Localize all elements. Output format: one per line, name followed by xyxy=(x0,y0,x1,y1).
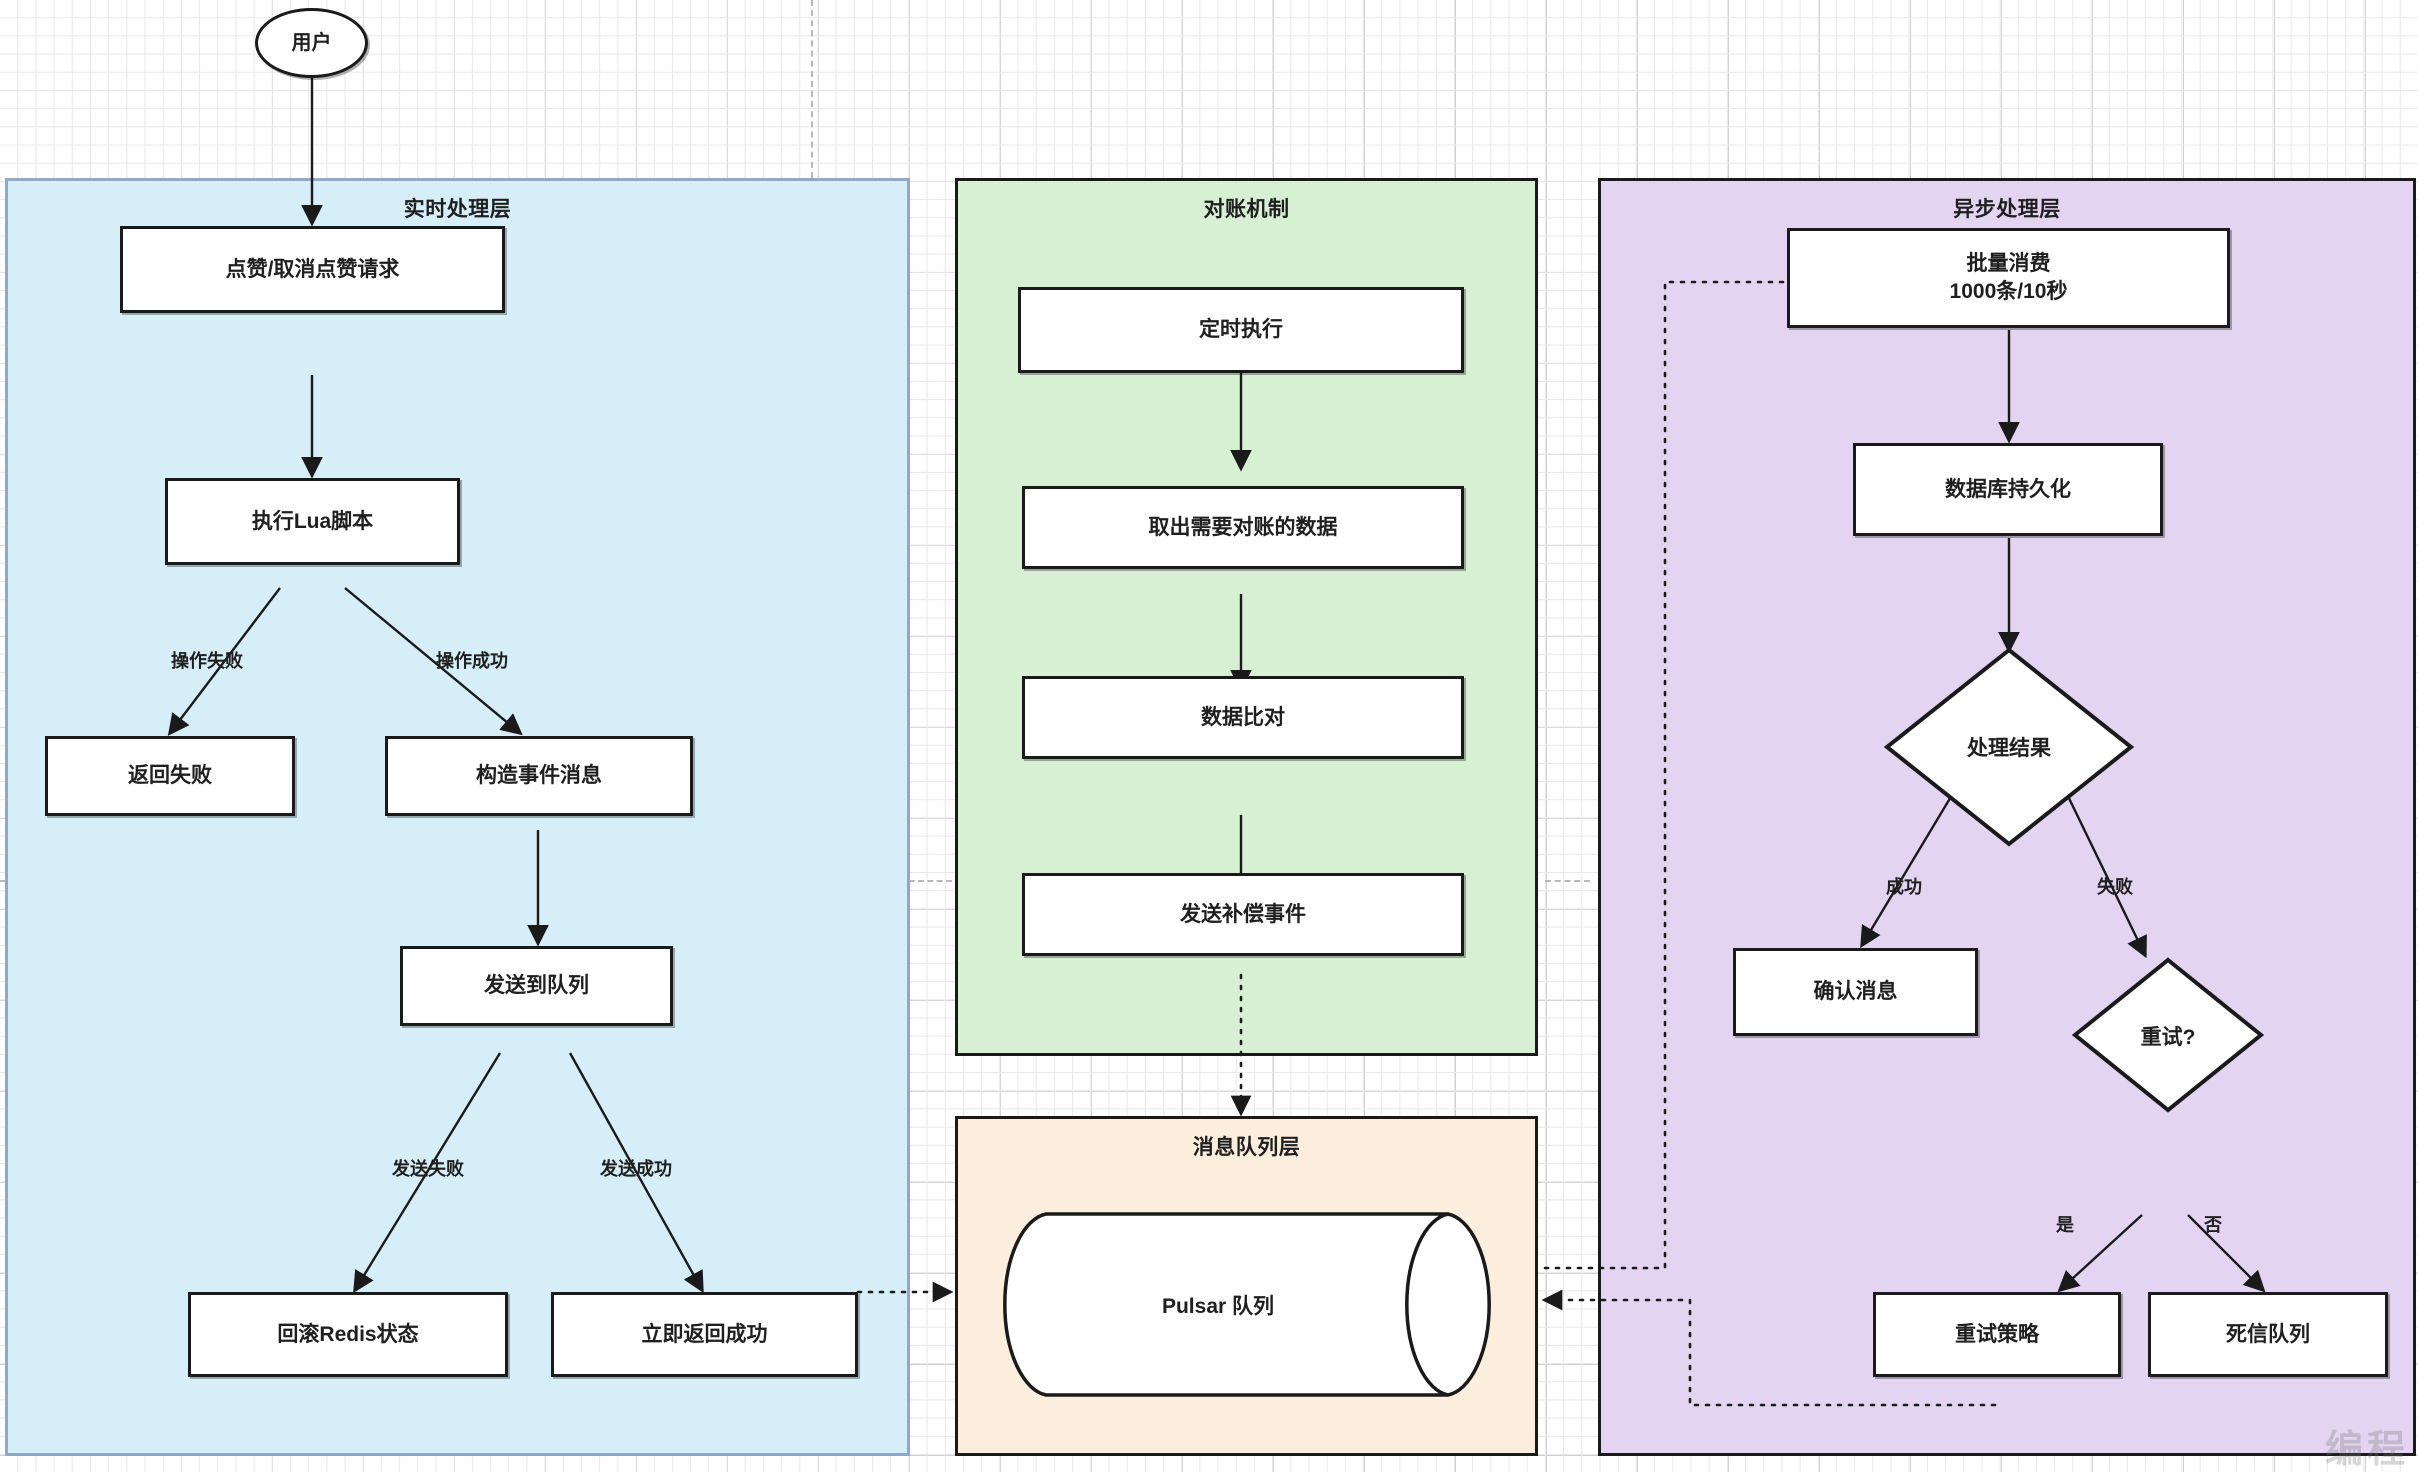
node-like-request[interactable]: 点赞/取消点赞请求 xyxy=(120,226,505,313)
pool-realtime-title: 实时处理层 xyxy=(403,198,512,221)
edge-label-result-success: 成功 xyxy=(1886,877,1922,897)
node-batch-consume[interactable]: 批量消费 1000条/10秒 xyxy=(1787,228,2230,328)
edge-label-retry-no: 否 xyxy=(2204,1215,2222,1235)
node-scheduled-run-label: 定时执行 xyxy=(1199,318,1283,342)
node-data-compare-label: 数据比对 xyxy=(1201,705,1285,729)
node-dead-letter-queue[interactable]: 死信队列 xyxy=(2148,1292,2388,1377)
node-build-event-message-label: 构造事件消息 xyxy=(476,764,602,788)
node-db-persist-label: 数据库持久化 xyxy=(1945,477,2071,501)
page-break-vertical-left xyxy=(811,0,813,178)
edge-label-retry-yes: 是 xyxy=(2056,1215,2074,1235)
node-return-failure-label: 返回失败 xyxy=(128,764,212,788)
pool-realtime-layer: 实时处理层 xyxy=(5,178,910,1456)
node-ack-message[interactable]: 确认消息 xyxy=(1733,948,1978,1036)
node-process-result[interactable]: 处理结果 xyxy=(1883,647,2135,847)
edge-label-op-fail: 操作失败 xyxy=(171,651,243,671)
node-return-failure[interactable]: 返回失败 xyxy=(45,736,295,816)
node-send-compensation[interactable]: 发送补偿事件 xyxy=(1022,873,1464,956)
edge-label-send-fail: 发送失败 xyxy=(392,1159,464,1179)
node-exec-lua-label: 执行Lua脚本 xyxy=(251,509,374,533)
node-send-compensation-label: 发送补偿事件 xyxy=(1180,902,1306,926)
edge-label-send-success: 发送成功 xyxy=(600,1159,672,1179)
node-user-label: 用户 xyxy=(291,31,332,54)
node-fetch-data[interactable]: 取出需要对账的数据 xyxy=(1022,486,1464,569)
node-retry-decision[interactable]: 重试? xyxy=(2071,957,2265,1113)
node-ack-message-label: 确认消息 xyxy=(1813,980,1898,1004)
edge-label-op-success: 操作成功 xyxy=(436,651,508,671)
pool-async-title: 异步处理层 xyxy=(1953,198,2061,221)
node-pulsar-queue-label: Pulsar 队列 xyxy=(1161,1294,1275,1318)
watermark: 编程 xyxy=(2325,1429,2410,1471)
pool-reconciliation-title: 对账机制 xyxy=(1203,198,1290,221)
node-build-event-message[interactable]: 构造事件消息 xyxy=(385,736,693,816)
node-retry-policy-label: 重试策略 xyxy=(1955,1322,2039,1346)
node-process-result-label: 处理结果 xyxy=(1967,737,2051,760)
node-dead-letter-queue-label: 死信队列 xyxy=(2226,1322,2310,1346)
node-rollback-redis[interactable]: 回滚Redis状态 xyxy=(188,1292,508,1377)
node-exec-lua[interactable]: 执行Lua脚本 xyxy=(165,478,460,565)
page-break-horizontal-left xyxy=(0,880,8,882)
pool-mq-title: 消息队列层 xyxy=(1192,1136,1301,1159)
node-pulsar-queue[interactable]: Pulsar 队列 xyxy=(998,1212,1496,1397)
node-fetch-data-label: 取出需要对账的数据 xyxy=(1148,515,1338,539)
node-db-persist[interactable]: 数据库持久化 xyxy=(1853,443,2163,536)
node-send-to-queue[interactable]: 发送到队列 xyxy=(400,946,673,1026)
edge-label-result-fail: 失败 xyxy=(2097,877,2133,897)
node-return-success-label: 立即返回成功 xyxy=(641,1322,768,1346)
node-return-success[interactable]: 立即返回成功 xyxy=(551,1292,858,1377)
node-scheduled-run[interactable]: 定时执行 xyxy=(1018,287,1464,373)
node-retry-decision-label: 重试? xyxy=(2140,1025,2196,1049)
node-like-request-label: 点赞/取消点赞请求 xyxy=(225,257,400,281)
node-send-to-queue-label: 发送到队列 xyxy=(484,974,589,998)
node-user[interactable]: 用户 xyxy=(255,8,368,78)
node-batch-consume-label: 批量消费 1000条/10秒 xyxy=(1949,252,2068,303)
node-retry-policy[interactable]: 重试策略 xyxy=(1873,1292,2121,1377)
page-break-horizontal-right xyxy=(1545,880,1590,882)
page-break-horizontal-mid xyxy=(890,880,952,882)
node-data-compare[interactable]: 数据比对 xyxy=(1022,676,1464,759)
node-rollback-redis-label: 回滚Redis状态 xyxy=(277,1322,419,1346)
